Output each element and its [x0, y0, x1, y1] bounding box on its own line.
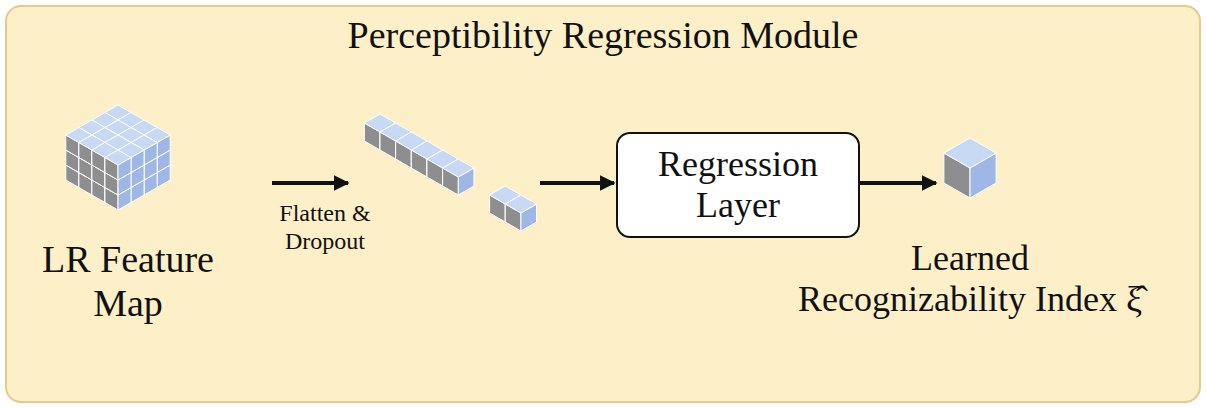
feature-map-stack [66, 105, 170, 210]
output-label: Learned Recognizability Index ξ̂ [794, 238, 1146, 321]
module-panel: Regression Layer Perceptibility Regressio… [5, 5, 1201, 403]
input-label: LR Feature Map [21, 238, 236, 325]
flow-arrow [272, 181, 348, 185]
process-box: Regression Layer [616, 132, 860, 239]
feature-cube [105, 150, 131, 180]
flattened-vector [364, 114, 536, 231]
operation-label: Flatten & Dropout [258, 200, 393, 255]
box-text: Regression Layer [633, 144, 843, 227]
cube-face [505, 195, 536, 213]
vector-cube [505, 195, 536, 231]
flow-arrow [860, 181, 936, 185]
cube-face [105, 150, 131, 165]
flow-arrow [540, 181, 614, 185]
output-cube [944, 138, 996, 198]
cube-face [944, 138, 996, 168]
cube-face [443, 159, 474, 177]
module-title: Perceptibility Regression Module [7, 14, 1199, 58]
vector-cube [443, 159, 474, 195]
